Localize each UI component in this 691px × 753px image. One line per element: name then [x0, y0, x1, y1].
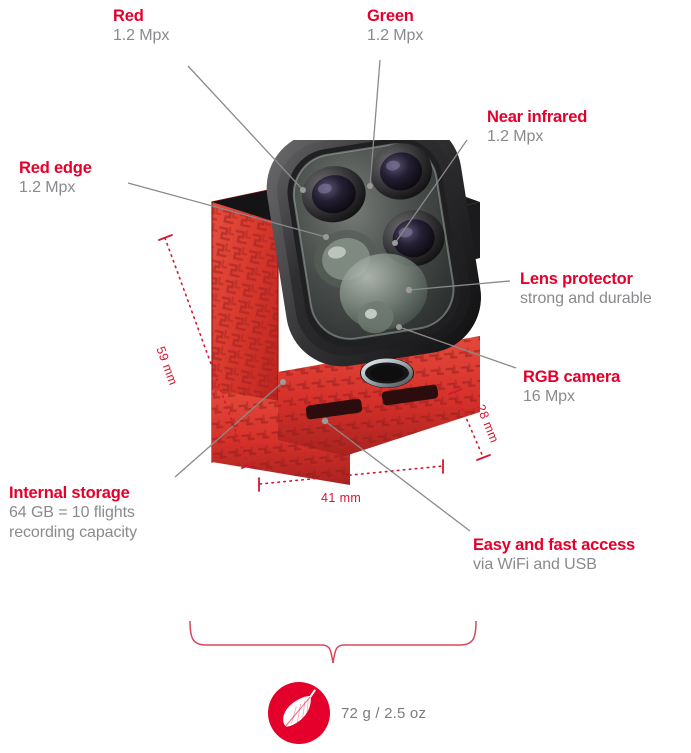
usb-port — [381, 384, 439, 406]
callout-near-infrared-subtitle: 1.2 Mpx — [487, 128, 544, 145]
rgb-camera-dome — [339, 253, 428, 334]
callout-fast-access-subtitle: via WiFi and USB — [473, 556, 597, 573]
dimension-label-width: 41 mm — [321, 491, 362, 505]
weight-brace — [189, 620, 477, 664]
callout-green-subtitle: 1.2 Mpx — [367, 27, 424, 44]
callout-green: Green 1.2 Mpx — [367, 6, 423, 46]
callout-lens-protector: Lens protector strong and durable — [520, 269, 652, 309]
weight-label: 72 g / 2.5 oz — [341, 704, 427, 722]
callout-near-infrared-title: Near infrared — [487, 108, 588, 126]
callout-internal-storage: Internal storage 64 GB = 10 flights reco… — [9, 483, 137, 543]
callout-rgb-camera-subtitle: 16 Mpx — [523, 388, 575, 405]
callout-lens-protector-title: Lens protector — [520, 270, 633, 288]
callout-red-edge-title: Red edge — [19, 159, 92, 177]
callout-fast-access-title: Easy and fast access — [473, 536, 636, 554]
callout-near-infrared: Near infrared 1.2 Mpx — [487, 107, 587, 147]
callout-rgb-camera: RGB camera 16 Mpx — [523, 367, 620, 407]
callout-red-edge: Red edge 1.2 Mpx — [19, 158, 92, 198]
callout-red-subtitle: 1.2 Mpx — [113, 27, 170, 44]
camera-head — [266, 140, 482, 367]
callout-red-edge-subtitle: 1.2 Mpx — [19, 179, 76, 196]
sd-card-slot — [305, 398, 363, 420]
callout-internal-storage-subtitle: 64 GB = 10 flights — [9, 504, 135, 521]
callout-red: Red 1.2 Mpx — [113, 6, 169, 46]
callout-rgb-camera-title: RGB camera — [523, 368, 621, 386]
weight-badge: 72 g / 2.5 oz — [268, 682, 426, 744]
callout-internal-storage-title: Internal storage — [9, 484, 130, 502]
status-button-ring — [360, 358, 414, 388]
callout-internal-storage-subtitle-2: recording capacity — [9, 524, 138, 541]
callout-fast-access: Easy and fast access via WiFi and USB — [473, 535, 635, 575]
camera-device-illustration — [150, 140, 495, 485]
callout-lens-protector-subtitle: strong and durable — [520, 290, 652, 307]
feather-icon — [268, 682, 330, 744]
callout-red-title: Red — [113, 7, 144, 25]
callout-green-title: Green — [367, 7, 414, 25]
